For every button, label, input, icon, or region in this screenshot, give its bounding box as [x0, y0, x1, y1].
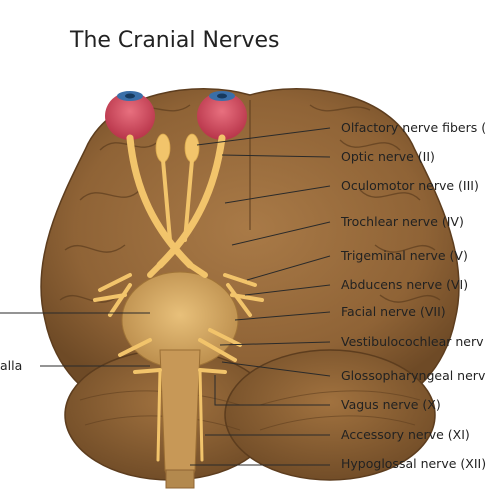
left-eye	[105, 92, 155, 140]
diagram-title: The Cranial Nerves	[70, 28, 280, 53]
label-oculomotor: Oculomotor nerve (III)	[341, 178, 479, 193]
label-glossopharyngeal: Glossopharyngeal nerv	[341, 368, 486, 383]
label-accessory: Accessory nerve (XI)	[341, 427, 470, 442]
leader-lines	[0, 127, 331, 466]
cerebellum-right	[224, 349, 436, 481]
olfactory-bulbs	[155, 133, 200, 163]
label-olfactory: Olfactory nerve fibers (	[341, 120, 487, 135]
label-optic: Optic nerve (II)	[341, 149, 435, 164]
label-facial: Facial nerve (VII)	[341, 304, 446, 319]
label-vagus: Vagus nerve (X)	[341, 397, 441, 412]
side-nerves	[93, 273, 264, 374]
label-trochlear: Trochlear nerve (IV)	[341, 214, 464, 229]
label-hypoglossal: Hypoglossal nerve (XII)	[341, 456, 487, 471]
label-trigeminal: Trigeminal nerve (V)	[341, 248, 468, 263]
label-medulla-partial: alla	[0, 358, 23, 373]
gyri-texture	[59, 100, 441, 303]
optic-nerves	[126, 134, 226, 278]
brainstem	[159, 349, 201, 489]
label-abducens: Abducens nerve (VI)	[341, 277, 469, 292]
right-eye	[197, 92, 247, 140]
label-vestibulocochlear: Vestibulocochlear nerv	[341, 334, 484, 349]
